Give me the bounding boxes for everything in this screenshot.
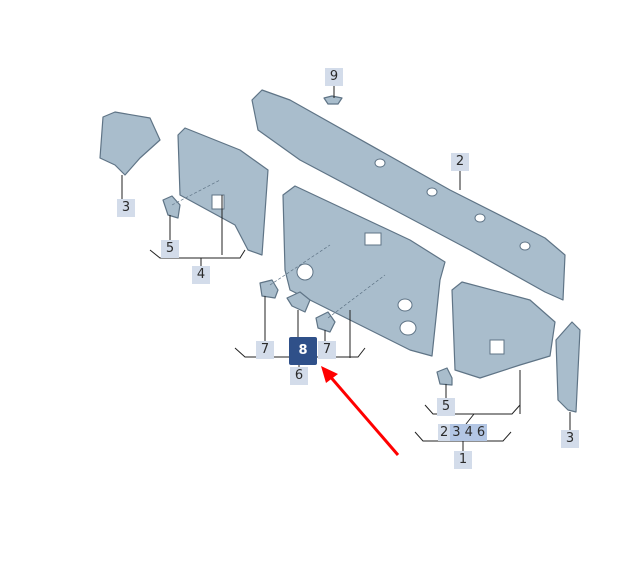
callout-4[interactable]: 4 bbox=[192, 266, 210, 284]
callout-3-left[interactable]: 3 bbox=[117, 199, 135, 217]
center-panel-part bbox=[282, 185, 446, 357]
callout-group-3[interactable]: 3 bbox=[450, 424, 463, 441]
callout-2[interactable]: 2 bbox=[451, 153, 469, 171]
callout-6[interactable]: 6 bbox=[290, 367, 308, 385]
callout-5-left[interactable]: 5 bbox=[161, 240, 179, 258]
callout-group: 2 3 4 6 bbox=[438, 424, 488, 441]
selected-part-8 bbox=[286, 291, 311, 313]
callout-8-selected[interactable]: 8 bbox=[289, 337, 317, 365]
callout-group-6[interactable]: 6 bbox=[474, 424, 488, 441]
callout-5-right[interactable]: 5 bbox=[437, 398, 455, 416]
left-clip-part bbox=[162, 195, 181, 219]
bolt-part bbox=[323, 95, 343, 105]
right-panel-part bbox=[451, 281, 556, 379]
crossmember-part bbox=[251, 89, 566, 301]
callout-9[interactable]: 9 bbox=[325, 68, 343, 86]
callout-3-right[interactable]: 3 bbox=[561, 430, 579, 448]
grommet-left-part bbox=[259, 279, 279, 299]
left-bracket-part bbox=[99, 111, 161, 176]
callout-group-4[interactable]: 4 bbox=[462, 424, 475, 441]
callout-7-left[interactable]: 7 bbox=[256, 341, 274, 359]
callout-group-2[interactable]: 2 bbox=[438, 424, 451, 441]
red-arrow bbox=[321, 366, 400, 456]
grommet-right-part bbox=[315, 311, 336, 333]
right-bracket-part bbox=[555, 321, 581, 413]
left-panel-part bbox=[177, 127, 269, 256]
callout-1[interactable]: 1 bbox=[454, 451, 472, 469]
right-clip-part bbox=[436, 367, 453, 386]
callout-7-right[interactable]: 7 bbox=[318, 341, 336, 359]
